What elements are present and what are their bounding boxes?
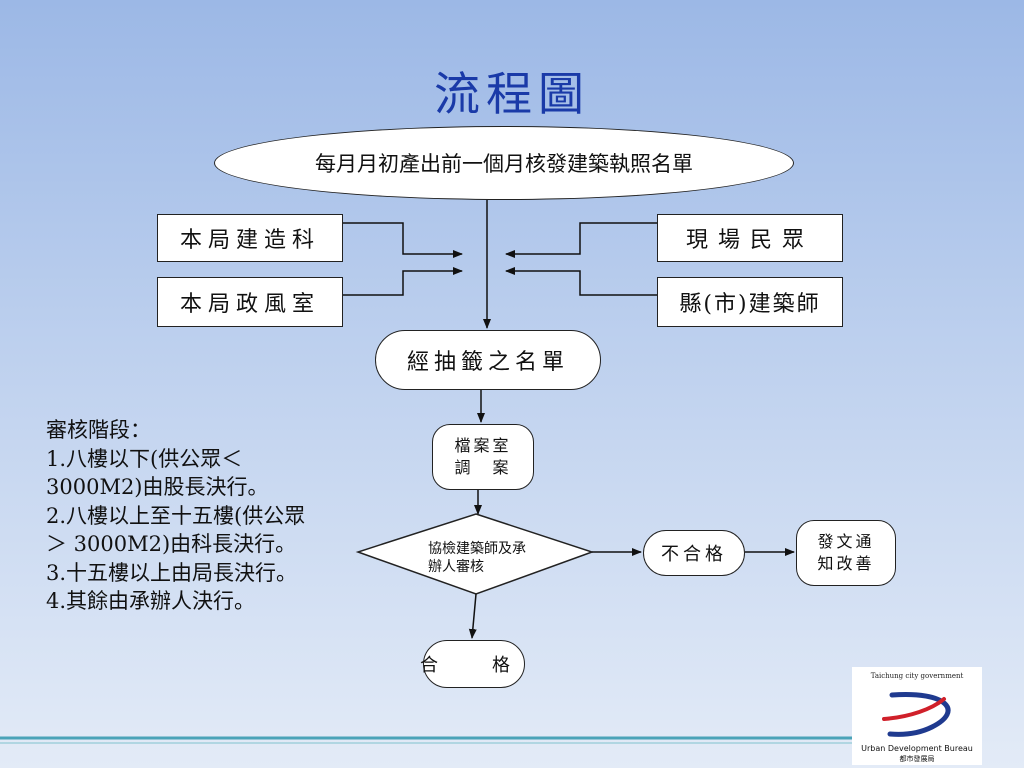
source-construction-node: 本局建造科: [157, 214, 343, 262]
connector-architect: [505, 267, 657, 296]
bureau-logo: Taichung city government Urban Developme…: [852, 667, 982, 765]
notes-line: 3.十五樓以上由局長決行。: [46, 560, 298, 585]
logo-name-en: Urban Development Bureau: [861, 744, 973, 753]
archive-node: 檔案室 調 案: [432, 424, 534, 490]
pass-node: 合 格: [420, 640, 525, 688]
connector-public: [505, 222, 657, 258]
notice-line-1: 發文通: [817, 532, 875, 552]
logo-top-text: Taichung city government: [870, 672, 964, 680]
notes-line: 1.八樓以下(供公眾＜: [46, 446, 243, 471]
review-label: 協檢建築師及承辦人審核: [428, 541, 526, 576]
source-public-node: 現場民眾: [657, 214, 843, 262]
connector-ethics: [343, 267, 463, 296]
notes-line: 3000M2)由股長決行。: [46, 475, 269, 500]
notes-line: 2.八樓以上至十五樓(供公眾: [46, 503, 306, 528]
connector-review-to-pass: [468, 593, 477, 639]
source-ethics-node: 本局政風室: [157, 277, 343, 327]
source-architect-node: 縣(市)建築師: [657, 277, 843, 327]
notes-line: 4.其餘由承辦人決行。: [46, 589, 256, 614]
connector-construction: [343, 222, 463, 258]
notice-line-2: 知改善: [817, 554, 875, 573]
logo-name-zh: 都市發展局: [899, 755, 935, 763]
lottery-list-node: 經抽籤之名單: [375, 330, 601, 390]
archive-line-1: 檔案室: [454, 436, 512, 456]
notes-heading: 審核階段：: [46, 418, 151, 442]
start-node: 每月月初產出前一個月核發建築執照名單: [214, 126, 794, 200]
archive-line-2: 調 案: [454, 458, 512, 477]
notes-line: ＞ 3000M2)由科長決行。: [46, 532, 297, 557]
notice-node: 發文通 知改善: [796, 520, 896, 586]
review-stage-notes: 審核階段： 1.八樓以下(供公眾＜ 3000M2)由股長決行。 2.八樓以上至十…: [46, 416, 376, 616]
logo-swoosh-icon: [882, 691, 951, 737]
page-title: 流程圖: [434, 67, 590, 121]
fail-node: 不合格: [643, 530, 745, 576]
